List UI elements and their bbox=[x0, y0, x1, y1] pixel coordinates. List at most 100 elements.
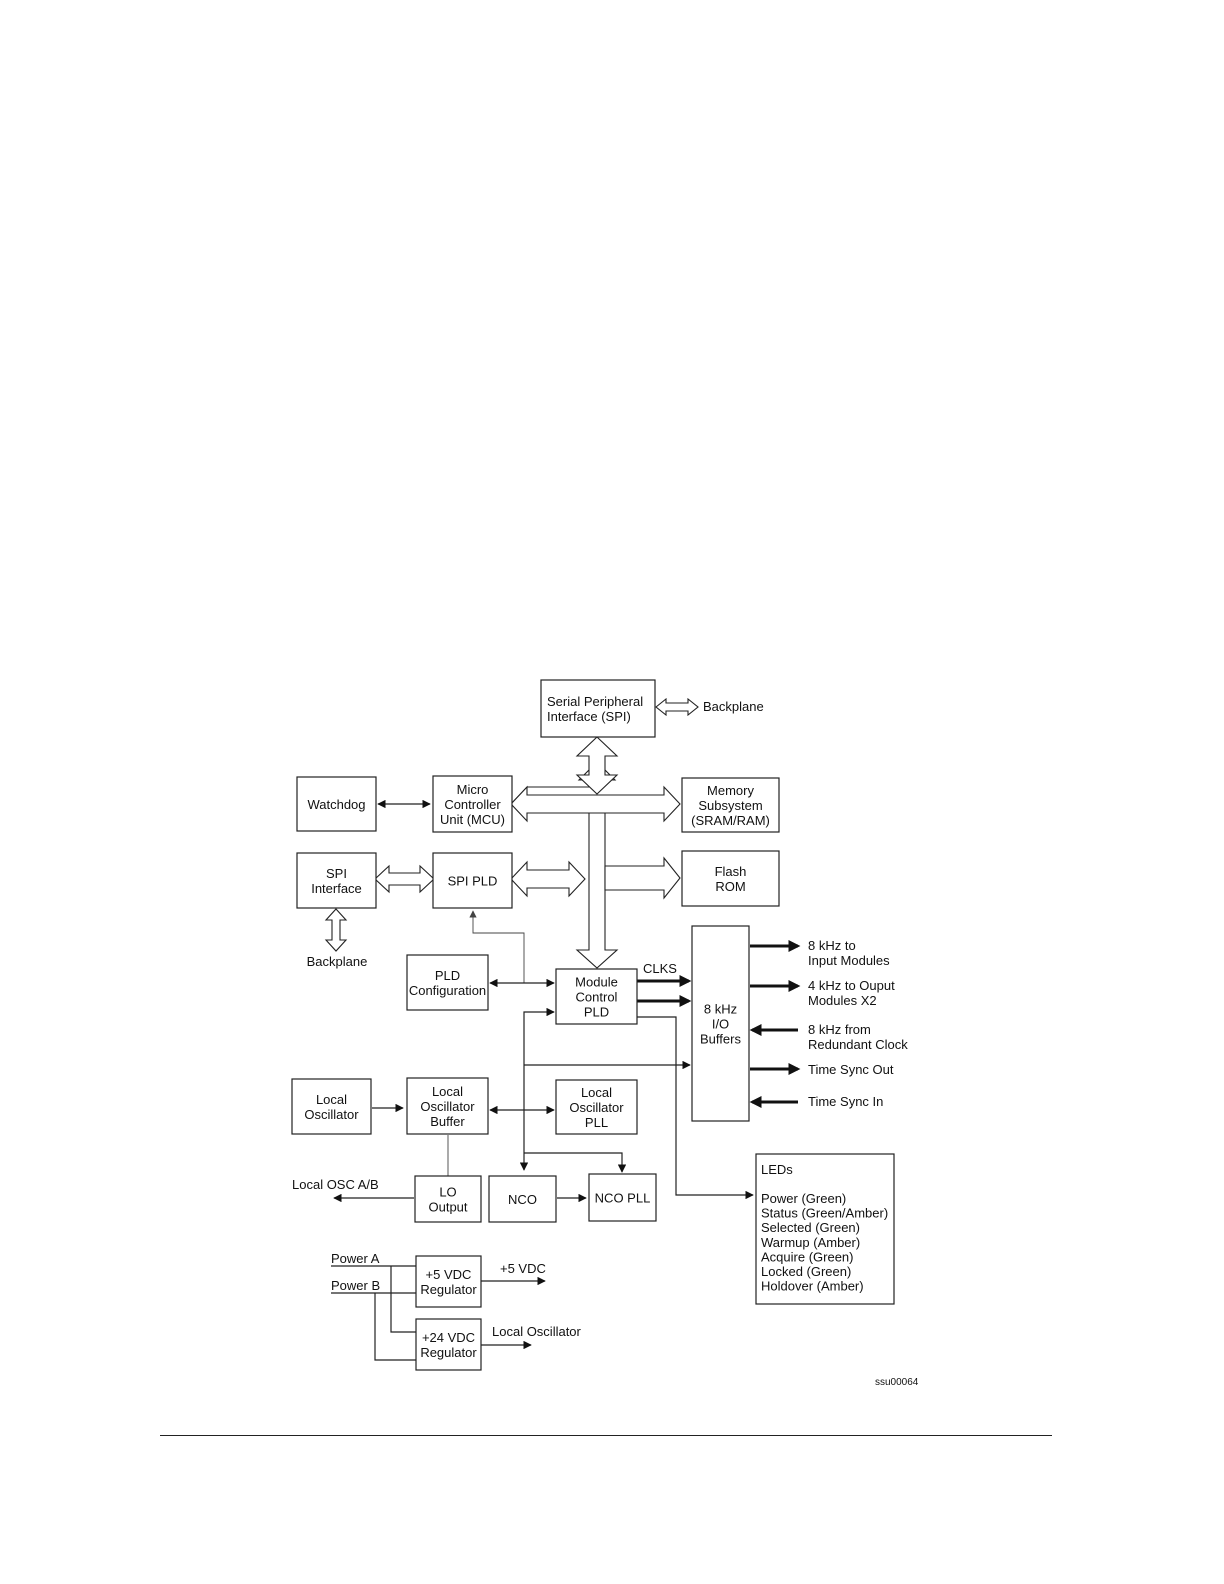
spi-block-frame bbox=[540, 679, 656, 738]
spi-block-label: Interface (SPI) bbox=[547, 709, 631, 724]
led-item: Holdover (Amber) bbox=[761, 1279, 864, 1294]
io-buffers-block-frame bbox=[691, 925, 750, 1122]
reg24-block-label: Regulator bbox=[420, 1345, 477, 1360]
out-5vdc-label: +5 VDC bbox=[500, 1261, 546, 1276]
io-buffers-block-label: I/O bbox=[712, 1017, 729, 1032]
osc-buffer-block-label: Oscillator bbox=[420, 1099, 475, 1114]
nco-pll-block-label: NCO PLL bbox=[595, 1191, 651, 1206]
memory-block-label: (SRAM/RAM) bbox=[691, 813, 770, 828]
data-bus bbox=[324, 697, 699, 969]
spi-interface-block-label: SPI bbox=[326, 866, 347, 881]
nco-block-label: NCO bbox=[508, 1192, 537, 1207]
module-ctrl-block-label: PLD bbox=[584, 1005, 609, 1020]
led-item: Acquire (Green) bbox=[761, 1249, 853, 1264]
nco-pll-block-frame bbox=[588, 1173, 657, 1222]
reg24-block-label: +24 VDC bbox=[422, 1330, 475, 1345]
module-ctrl-block-label: Module bbox=[575, 975, 618, 990]
leds-block-frame bbox=[755, 1153, 895, 1305]
local-osc-block-frame bbox=[291, 1078, 372, 1135]
osc-pll-block-frame bbox=[555, 1079, 638, 1135]
figure-id-label: ssu00064 bbox=[875, 1377, 919, 1388]
reg5-block-label: +5 VDC bbox=[426, 1267, 472, 1282]
flash-block-frame bbox=[681, 850, 780, 907]
spi-pld-block: SPI PLD bbox=[432, 852, 513, 909]
osc-buffer-block-label: Buffer bbox=[430, 1114, 465, 1129]
pld-config-block-frame bbox=[406, 954, 489, 1011]
io-signal-label: Time Sync In bbox=[808, 1094, 883, 1109]
lo-output-block-label: LO bbox=[439, 1185, 456, 1200]
nco-pll-block: NCO PLL bbox=[588, 1173, 657, 1222]
spi-interface-block-label: Interface bbox=[311, 881, 362, 896]
lo-output-block-label: Output bbox=[428, 1200, 467, 1215]
power-b-label: Power B bbox=[331, 1278, 380, 1293]
io-buffers-block-label: Buffers bbox=[700, 1032, 741, 1047]
local-osc-block-label: Local bbox=[316, 1092, 347, 1107]
reg5-block-frame bbox=[415, 1255, 482, 1308]
footer-rule bbox=[160, 1435, 1052, 1436]
nco-block-frame bbox=[488, 1175, 557, 1223]
reg5-block-label: Regulator bbox=[420, 1282, 477, 1297]
osc-pll-block-label: Oscillator bbox=[569, 1100, 624, 1115]
signal-lines bbox=[331, 799, 801, 1361]
local-osc-block-label: Oscillator bbox=[304, 1107, 359, 1122]
mcu-block-label: Controller bbox=[444, 797, 501, 812]
spi-pld-block-frame bbox=[432, 852, 513, 909]
spi-block-label: Serial Peripheral bbox=[547, 694, 643, 709]
mcu-block-frame bbox=[432, 775, 513, 833]
module-ctrl-block-frame bbox=[555, 968, 638, 1025]
watchdog-block: Watchdog bbox=[296, 776, 377, 832]
local-osc-ab-label: Local OSC A/B bbox=[292, 1177, 379, 1192]
watchdog-block-frame bbox=[296, 776, 377, 832]
module-ctrl-block-label: Control bbox=[576, 990, 618, 1005]
spi-pld-block-label: SPI PLD bbox=[448, 874, 498, 889]
clks-label: CLKS bbox=[643, 961, 677, 976]
led-item: Power (Green) bbox=[761, 1191, 846, 1206]
leds-title: LEDs bbox=[761, 1162, 793, 1177]
backplane-left-label: Backplane bbox=[307, 954, 368, 969]
mcu-block-label: Micro bbox=[457, 782, 489, 797]
led-item: Status (Green/Amber) bbox=[761, 1206, 888, 1221]
io-signal-text: 8 kHz to bbox=[808, 938, 856, 953]
watchdog-block-label: Watchdog bbox=[307, 797, 365, 812]
io-signal-text: 4 kHz to Ouput bbox=[808, 978, 895, 993]
memory-block-frame bbox=[681, 777, 780, 833]
lo-output-block-frame bbox=[414, 1175, 482, 1223]
power-a-label: Power A bbox=[331, 1251, 380, 1266]
io-buffers-block-label: 8 kHz bbox=[704, 1002, 737, 1017]
led-item: Warmup (Amber) bbox=[761, 1235, 860, 1250]
io-signal-text: Input Modules bbox=[808, 953, 890, 968]
io-signal-label: Time Sync Out bbox=[808, 1062, 894, 1077]
flash-block-label: Flash bbox=[715, 864, 747, 879]
led-item: Selected (Green) bbox=[761, 1220, 860, 1235]
osc-buffer-block-label: Local bbox=[432, 1084, 463, 1099]
pld-config-block-label: Configuration bbox=[409, 983, 486, 998]
out-local-osc-label: Local Oscillator bbox=[492, 1324, 582, 1339]
spi-interface-block-frame bbox=[296, 852, 377, 909]
mcu-block-label: Unit (MCU) bbox=[440, 812, 505, 827]
io-signal-text: Redundant Clock bbox=[808, 1037, 908, 1052]
memory-block-label: Memory bbox=[707, 783, 754, 798]
nco-block: NCO bbox=[488, 1175, 557, 1223]
osc-buffer-block-frame bbox=[406, 1077, 489, 1135]
memory-block-label: Subsystem bbox=[698, 798, 762, 813]
io-signal-text: Time Sync Out bbox=[808, 1062, 894, 1077]
pld-config-block-label: PLD bbox=[435, 968, 460, 983]
